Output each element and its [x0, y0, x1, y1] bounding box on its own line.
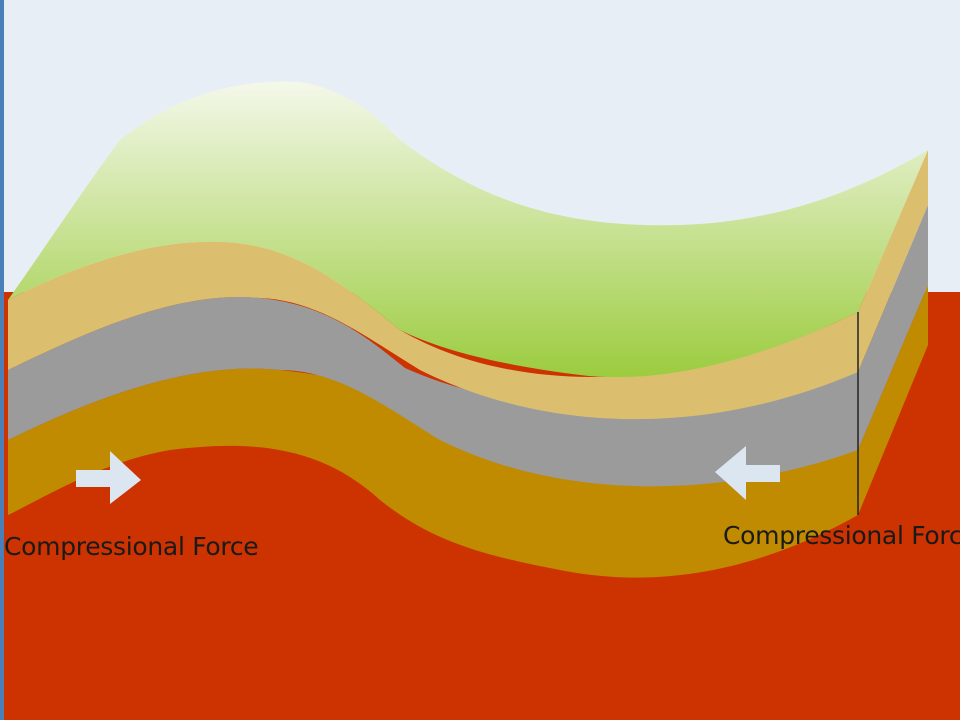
side-face-ochre	[858, 285, 928, 515]
label-compressional-force-left: Compressional Force	[4, 532, 259, 561]
arrow-right-icon	[76, 451, 141, 504]
layer-ochre	[8, 368, 858, 578]
layer-gray	[8, 296, 858, 487]
left-edge-strip	[0, 0, 4, 720]
side-face-sand	[858, 150, 928, 372]
arrow-left-icon	[715, 446, 780, 500]
side-face-gray	[858, 205, 928, 450]
top-surface	[8, 81, 928, 378]
label-compressional-force-right: Compressional Force	[723, 521, 960, 550]
